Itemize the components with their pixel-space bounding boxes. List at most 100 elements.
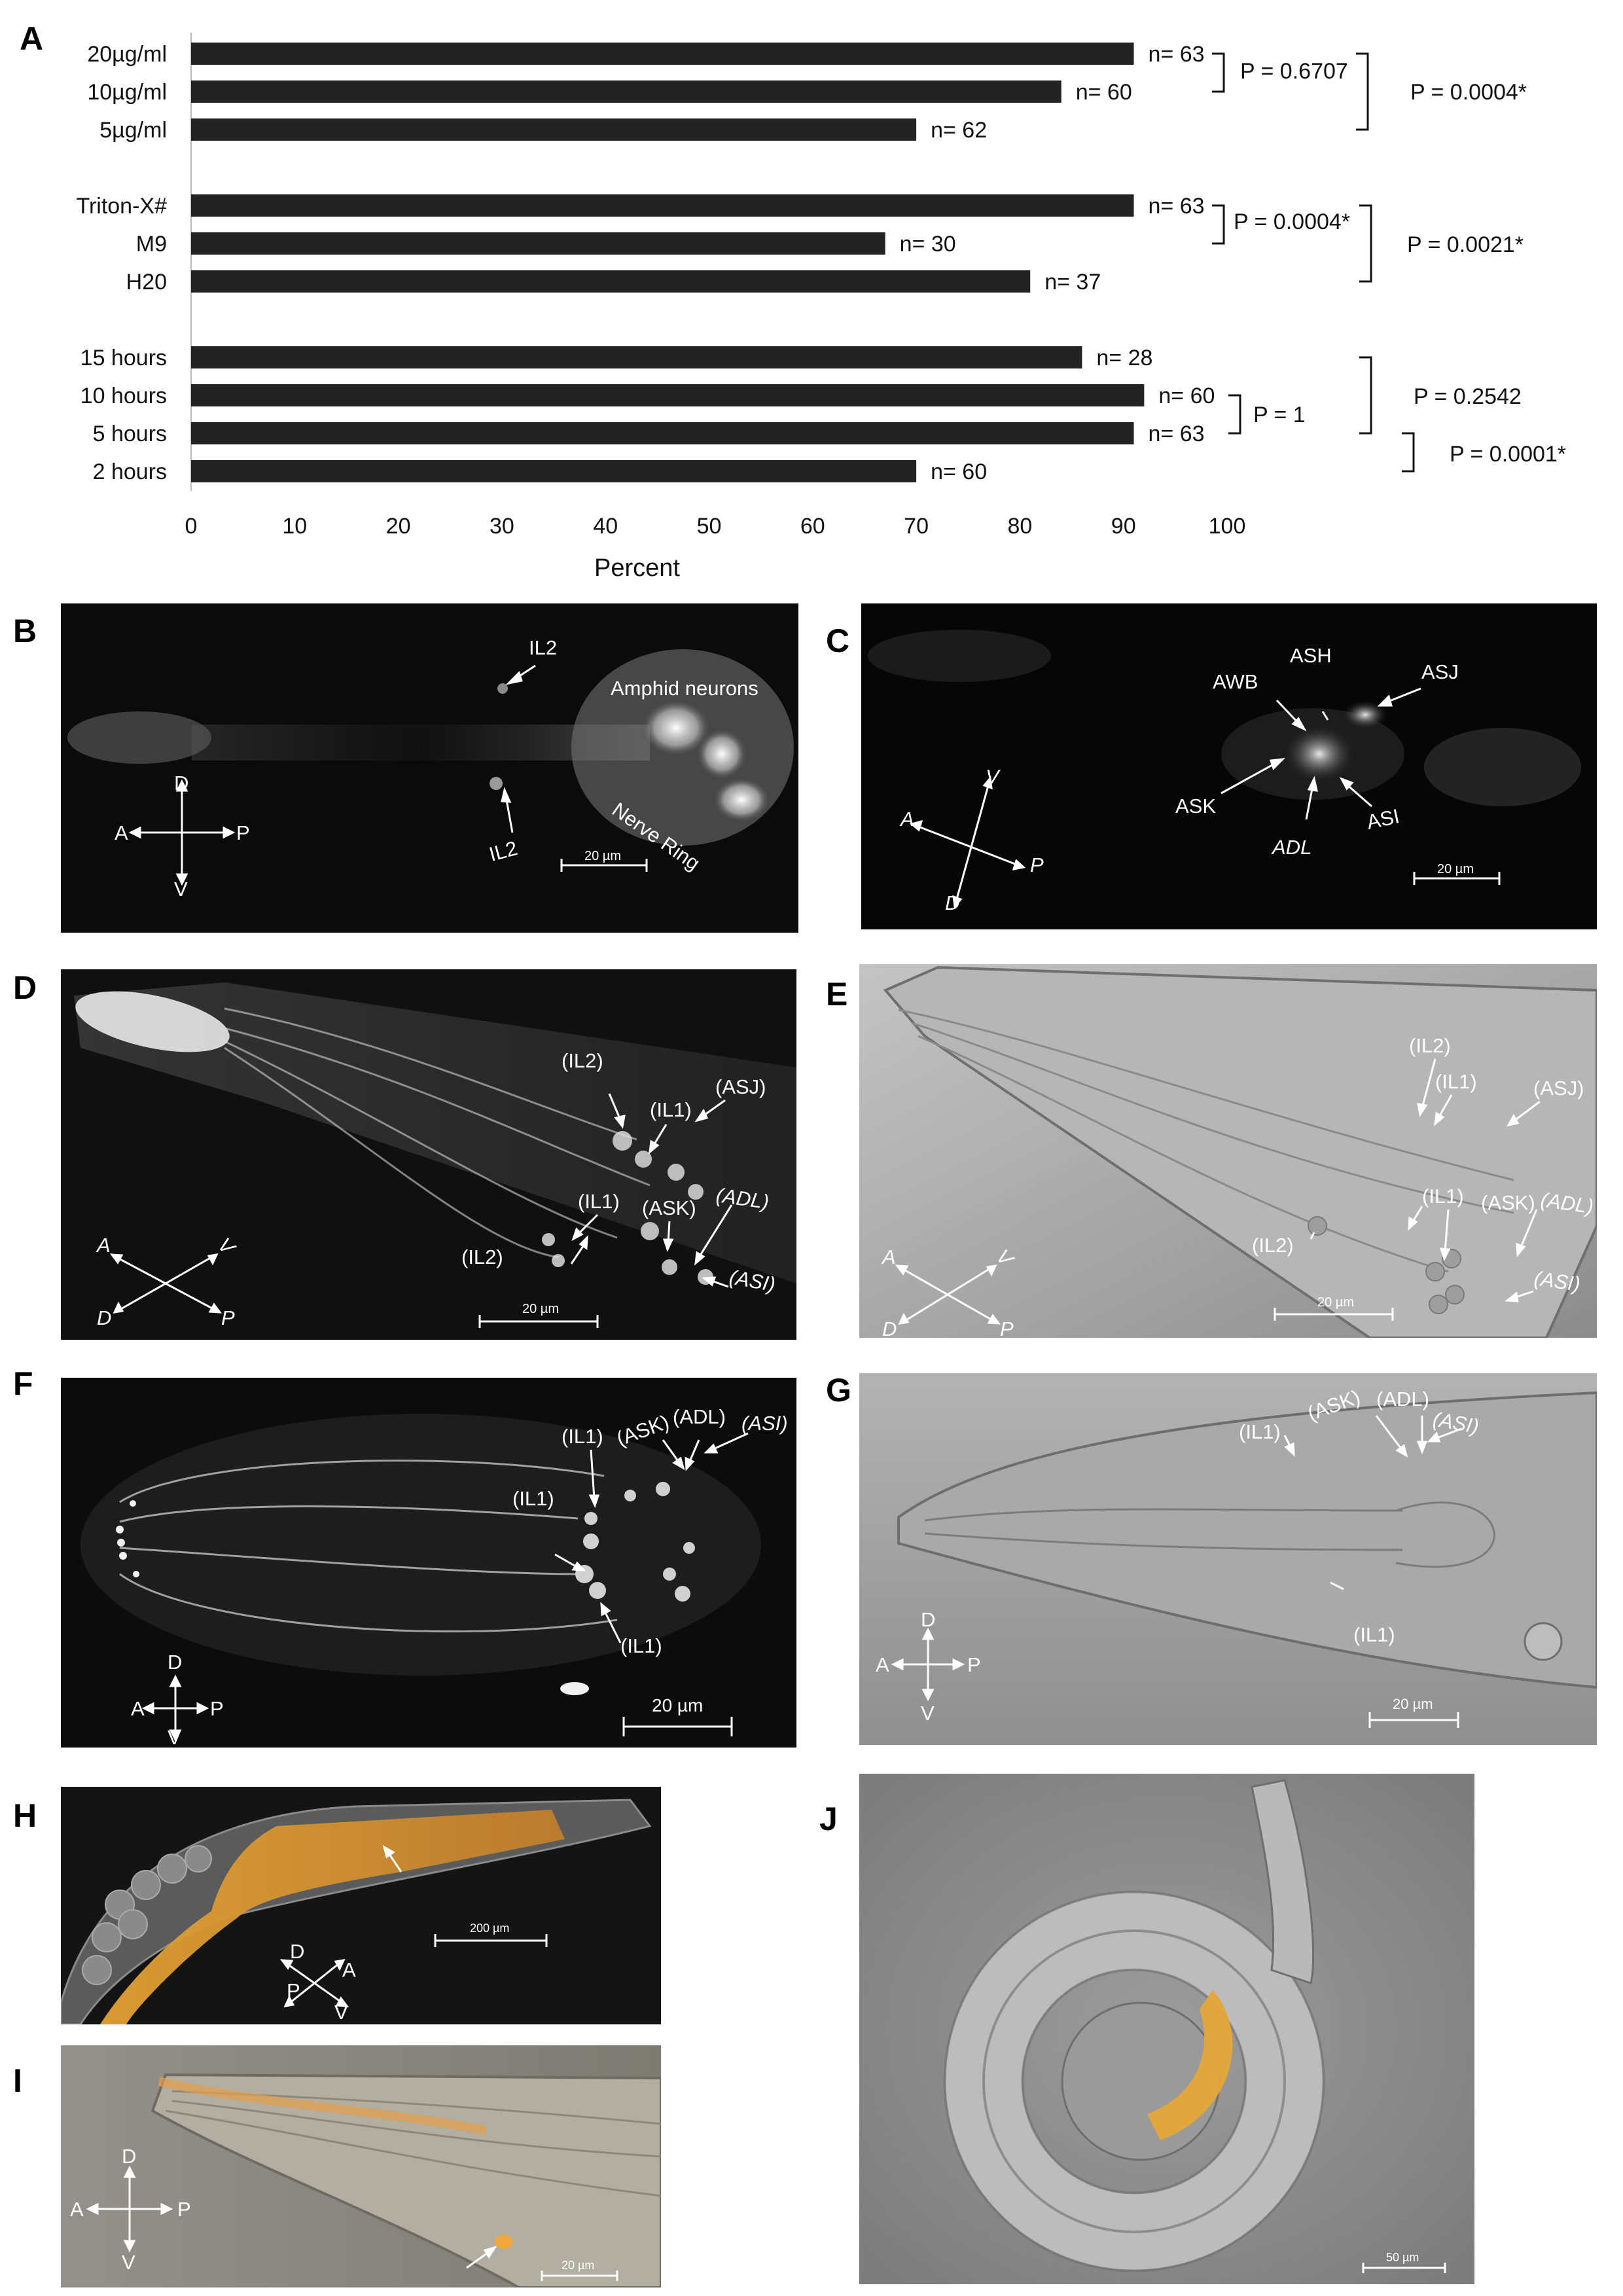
g-label-2: (ADL) bbox=[1376, 1388, 1429, 1410]
bar bbox=[191, 232, 885, 255]
x-tick-label: 20 bbox=[386, 514, 411, 539]
b-axis-right: P bbox=[236, 821, 250, 844]
p-value-label: P = 0.0004* bbox=[1234, 209, 1350, 234]
micrograph-j: 50 µm bbox=[859, 1774, 1474, 2284]
bar bbox=[191, 460, 917, 482]
e-label-2: (IL1) bbox=[1435, 1070, 1477, 1093]
micrograph-h: 200 µm D A P V bbox=[61, 1787, 661, 2024]
comparison-bracket bbox=[1212, 204, 1225, 245]
n-label: n= 62 bbox=[931, 118, 987, 143]
g-scale-label: 20 µm bbox=[1393, 1696, 1433, 1712]
c-axis-c: P bbox=[1030, 853, 1044, 876]
d-axis-b: V bbox=[213, 1233, 241, 1261]
micrograph-g: (ASK) (ADL) (ASI) (IL1) (IL1) 20 µm D V … bbox=[859, 1373, 1597, 1745]
b-axis-down: V bbox=[174, 878, 188, 901]
comparison-bracket bbox=[1228, 394, 1241, 435]
n-label: n= 30 bbox=[900, 232, 956, 257]
g-label-5: (IL1) bbox=[1353, 1623, 1395, 1646]
panel-label-b: B bbox=[13, 613, 37, 649]
f-axis-left: A bbox=[131, 1697, 145, 1720]
n-label: n= 37 bbox=[1044, 270, 1101, 295]
c-scale-label: 20 µm bbox=[1437, 862, 1474, 876]
e-axis-a: A bbox=[881, 1246, 896, 1268]
panel-label-a: A bbox=[20, 20, 44, 57]
x-tick-label: 0 bbox=[185, 514, 198, 539]
x-tick-label: 50 bbox=[697, 514, 722, 539]
b-label-2: Amphid neurons bbox=[611, 677, 758, 700]
panel-label-c: C bbox=[826, 622, 850, 659]
e-scale-label: 20 µm bbox=[1317, 1295, 1354, 1310]
bar bbox=[191, 43, 1134, 65]
category-label: M9 bbox=[136, 232, 167, 257]
e-label-1: (IL2) bbox=[1409, 1034, 1451, 1057]
n-label: n= 28 bbox=[1096, 346, 1152, 370]
panel-label-h: H bbox=[13, 1797, 37, 1834]
x-tick-label: 100 bbox=[1209, 514, 1246, 539]
h-axis-b: A bbox=[342, 1958, 356, 1981]
bar bbox=[191, 270, 1031, 293]
category-label: 5 hours bbox=[93, 422, 167, 446]
x-axis-label: Percent bbox=[594, 554, 680, 582]
f-label-5: (IL1) bbox=[512, 1487, 554, 1510]
f-label-6: (IL1) bbox=[620, 1634, 662, 1657]
x-tick-label: 80 bbox=[1007, 514, 1032, 539]
c-label-3: ASJ bbox=[1421, 660, 1459, 683]
f-scale-label: 20 µm bbox=[652, 1695, 703, 1715]
micrograph-c: ASH AWB ASJ ASK ASI ADL 20 µm A V P D bbox=[861, 603, 1597, 929]
micrograph-i: 20 µm D V A P bbox=[61, 2045, 661, 2287]
c-label-1: ASH bbox=[1290, 644, 1332, 667]
category-label: Triton-X# bbox=[76, 194, 167, 219]
x-tick-label: 60 bbox=[800, 514, 825, 539]
f-label-1: (IL1) bbox=[562, 1425, 603, 1448]
f-axis-right: P bbox=[210, 1697, 224, 1720]
n-label: n= 63 bbox=[1149, 42, 1205, 67]
d-axis-d: P bbox=[221, 1306, 235, 1329]
n-label: n= 60 bbox=[1158, 384, 1215, 408]
p-value-label: P = 0.2542 bbox=[1414, 384, 1522, 409]
p-value-label: P = 0.0004* bbox=[1410, 80, 1527, 105]
n-label: n= 63 bbox=[1149, 422, 1205, 446]
comparison-bracket bbox=[1359, 356, 1372, 435]
d-label-3: (ASJ) bbox=[715, 1075, 766, 1098]
d-axis-c: D bbox=[97, 1306, 111, 1329]
category-label: H20 bbox=[126, 270, 167, 295]
d-label-4: (IL1) bbox=[578, 1190, 620, 1213]
micrograph-f: (IL1) (ASK) (ADL) (ASI) (IL1) (IL1) 20 µ… bbox=[61, 1378, 796, 1748]
micrograph-d: (IL2) (IL1) (ASJ) (IL1) (ASK) (ADL) (IL2… bbox=[61, 969, 796, 1340]
f-label-4: (ASI) bbox=[741, 1412, 788, 1435]
b-scale-label: 20 µm bbox=[584, 849, 621, 863]
panel-label-j: J bbox=[819, 1801, 838, 1837]
h-axis-a: D bbox=[290, 1940, 304, 1963]
n-label: n= 63 bbox=[1149, 194, 1205, 219]
p-value-label: P = 0.6707 bbox=[1240, 59, 1348, 84]
panel-label-i: I bbox=[13, 2062, 22, 2099]
comparison-bracket bbox=[1359, 204, 1372, 283]
p-value-label: P = 1 bbox=[1253, 403, 1306, 427]
c-axis-b: V bbox=[986, 765, 1001, 788]
i-axis-down: V bbox=[122, 2251, 135, 2274]
e-label-5: (ASK) bbox=[1481, 1191, 1535, 1214]
d-label-5: (ASK) bbox=[642, 1196, 696, 1219]
c-label-5: ASI bbox=[1364, 804, 1401, 834]
panel-label-g: G bbox=[826, 1372, 851, 1408]
category-label: 5µg/ml bbox=[99, 118, 167, 143]
e-axis-c: D bbox=[882, 1318, 897, 1338]
i-axis-up: D bbox=[122, 2145, 136, 2168]
f-axis-down: V bbox=[168, 1726, 181, 1748]
e-label-4: (IL1) bbox=[1422, 1185, 1464, 1208]
i-axis-left: A bbox=[70, 2198, 84, 2221]
category-label: 20µg/ml bbox=[87, 42, 167, 67]
g-axis-left: A bbox=[876, 1653, 889, 1676]
b-axis-up: D bbox=[174, 772, 188, 795]
x-tick-label: 40 bbox=[593, 514, 618, 539]
p-value-label: P = 0.0001* bbox=[1450, 442, 1566, 467]
g-axis-down: V bbox=[921, 1702, 935, 1725]
h-scale-label: 200 µm bbox=[470, 1922, 509, 1935]
bar bbox=[191, 422, 1134, 444]
panel-label-d: D bbox=[13, 969, 37, 1006]
bar bbox=[191, 118, 917, 141]
e-label-7: (IL2) bbox=[1252, 1234, 1294, 1257]
d-label-1: (IL2) bbox=[562, 1049, 603, 1072]
micrograph-e: (IL2) (IL1) (ASJ) (IL1) (ASK) (ADL) (IL2… bbox=[859, 964, 1597, 1338]
i-scale-label: 20 µm bbox=[562, 2259, 594, 2272]
